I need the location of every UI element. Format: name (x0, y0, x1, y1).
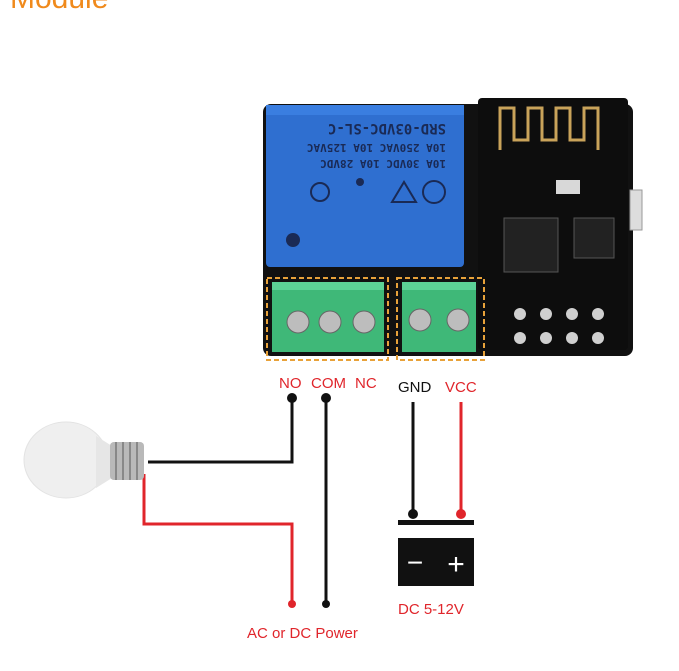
label-gnd: GND (398, 379, 432, 396)
screw-nc (352, 310, 376, 334)
dc-power-supply: − + (398, 520, 474, 586)
light-bulb (23, 421, 144, 499)
screw-no (286, 310, 310, 334)
relay-model-text: SRD-03VDC-SL-C (328, 120, 446, 136)
header-pins (514, 308, 604, 344)
supply-voltage-label: DC 5-12V (398, 601, 464, 618)
supply-body (398, 538, 474, 586)
load-terminal-highlight (266, 277, 389, 361)
load-terminal-block (272, 282, 384, 352)
bulb-base (110, 442, 144, 480)
cert-triangle-icon (390, 180, 418, 203)
relay-module: SRD-03VDC-SL-C 10A 250VAC 10A 125VAC 10A… (263, 98, 643, 361)
side-button (629, 189, 643, 231)
diagram-title: Module (10, 0, 108, 15)
relay-body (266, 105, 464, 267)
minus-symbol: − (407, 547, 423, 578)
wire-no-to-bulb (148, 398, 294, 464)
wire-bulb-to-power (142, 474, 294, 604)
plus-symbol: + (447, 548, 465, 581)
screw-gnd (408, 308, 432, 332)
ul-icon (310, 182, 330, 202)
power-terminal-highlight (396, 277, 485, 361)
relay-rating-text-1: 10A 250VAC 10A 125VAC (307, 141, 446, 154)
bulb-globe (23, 421, 109, 499)
esp01-module (478, 98, 628, 350)
label-no: NO (279, 375, 302, 392)
relay-rivet (286, 233, 300, 247)
screw-com (318, 310, 342, 334)
label-vcc: VCC (445, 379, 477, 396)
esp-chip (503, 217, 559, 273)
flash-chip (573, 217, 615, 259)
relay-rating-text-2: 10A 30VDC 10A 28VDC (320, 157, 446, 170)
load-power-label: AC or DC Power (247, 625, 358, 642)
power-terminal-block (402, 282, 476, 352)
crystal (556, 180, 580, 194)
label-com: COM (311, 375, 346, 392)
screw-vcc (446, 308, 470, 332)
relay: SRD-03VDC-SL-C 10A 250VAC 10A 125VAC 10A… (266, 105, 464, 267)
supply-top-bar (398, 520, 474, 525)
cqc-icon (422, 180, 446, 204)
label-nc: NC (355, 375, 377, 392)
pcb-antenna (498, 106, 600, 150)
wires (142, 393, 466, 608)
